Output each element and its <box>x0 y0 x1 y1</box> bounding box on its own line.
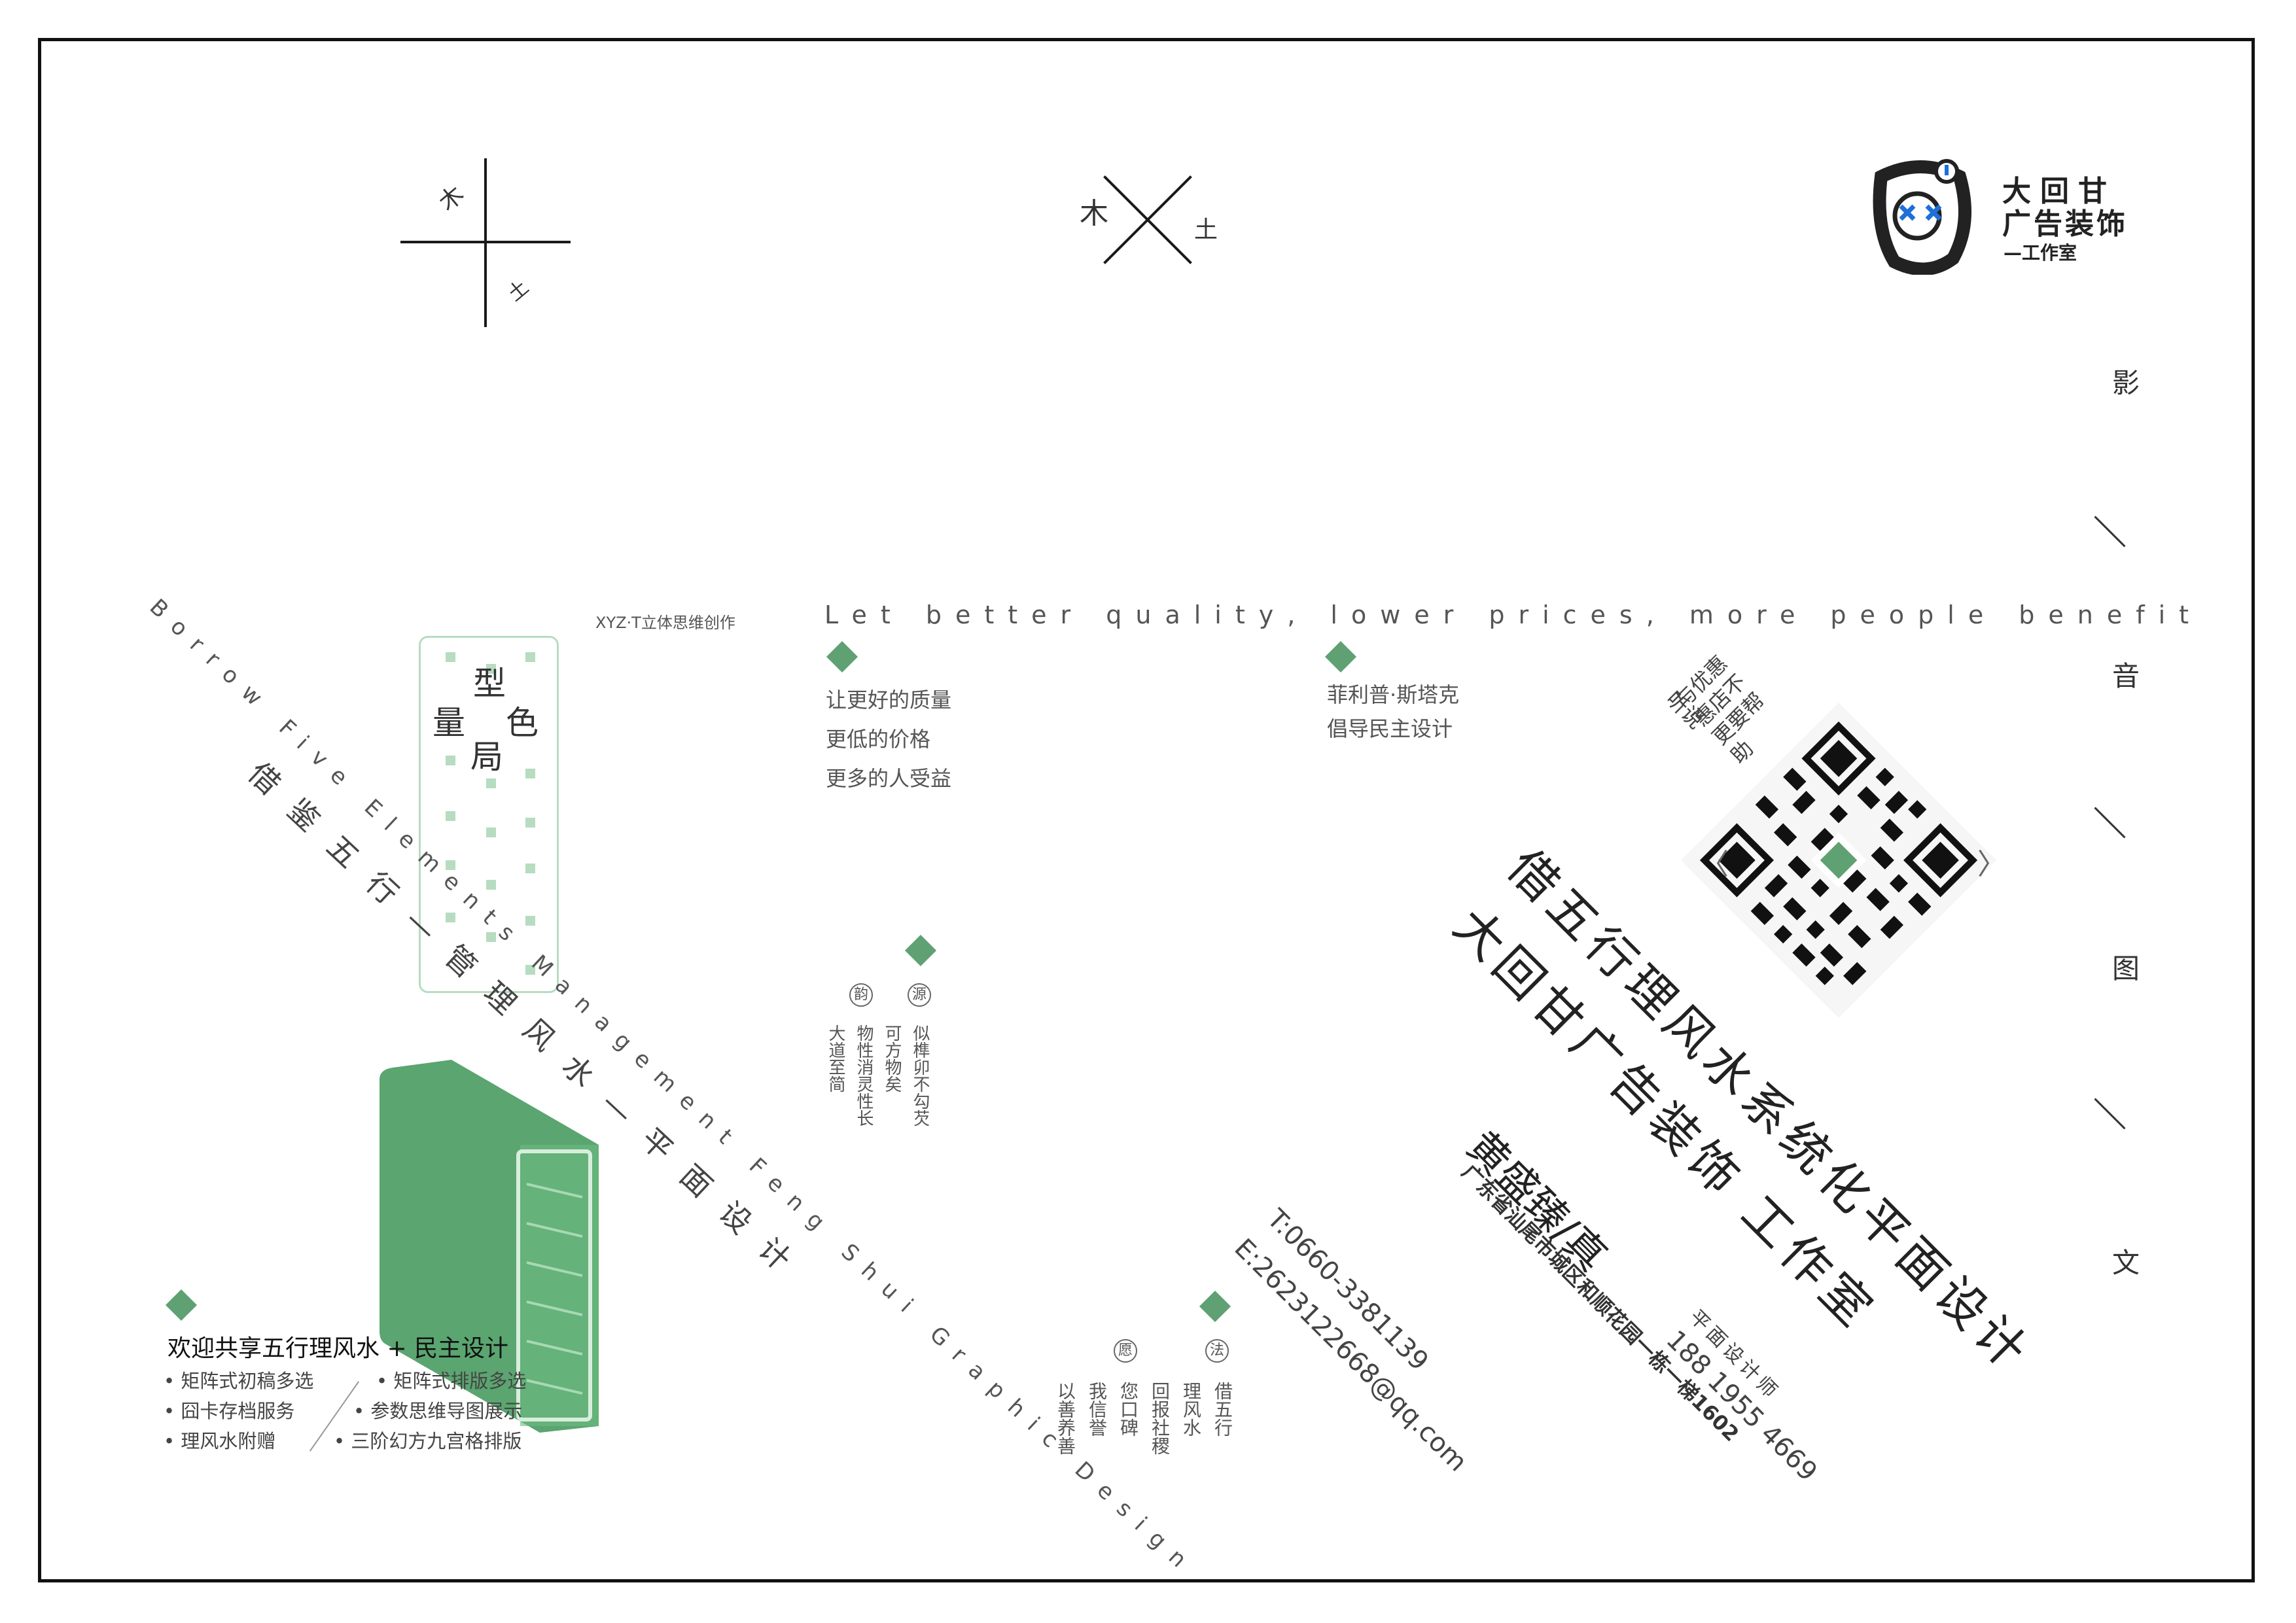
side-nav-item-text[interactable]: 文 <box>2112 1247 2140 1279</box>
card-label-color: 色 <box>506 704 539 742</box>
poem2-col: 借五行 <box>1212 1382 1233 1437</box>
side-nav-item-video[interactable]: 影 <box>2112 367 2140 399</box>
welcome-item: • 参数思维导图展示 <box>353 1400 523 1422</box>
xyz-label: XYZ·T立体思维创作 <box>595 614 735 632</box>
dot-card: 型 量 色 局 <box>419 636 559 993</box>
welcome-item: • 矩阵式初稿多选 <box>164 1370 314 1392</box>
chevron-right-icon: 〉 <box>1977 848 2006 881</box>
brand-line2: 广告装饰 <box>2002 207 2128 241</box>
starck-text-block: 菲利普·斯塔克 倡导民主设计 <box>1327 678 1459 746</box>
x-label-wood: 木 <box>1080 197 1108 230</box>
welcome-item: • 理风水附赠 <box>164 1430 276 1452</box>
poem2-col: 我信誉 <box>1086 1382 1108 1437</box>
green-block-illustration <box>380 1060 599 1433</box>
welcome-list-left: • 矩阵式初稿多选 • 囧卡存档服务 • 理风水附赠 <box>164 1366 313 1456</box>
welcome-item: • 囧卡存档服务 <box>164 1400 295 1422</box>
badge-source: 源 <box>908 983 931 1007</box>
brand-line1: 大回甘 <box>2002 175 2116 208</box>
quality-line: 让更好的质量 <box>826 688 952 712</box>
slogan-english: Let better quality, lower prices, more p… <box>824 601 2203 629</box>
card-label-quantity: 量 <box>433 704 465 742</box>
card-label-shape: 型 <box>473 665 506 703</box>
quality-line: 更低的价格 <box>826 727 931 752</box>
poem2-col: 回报社稷 <box>1149 1382 1171 1455</box>
poem1-col: 物性消灵性长 <box>854 1024 874 1126</box>
badge-law: 法 <box>1205 1339 1229 1363</box>
starck-line: 菲利普·斯塔克 <box>1327 682 1460 707</box>
side-nav-item-audio[interactable]: 音 <box>2112 660 2140 692</box>
side-nav-item-image[interactable]: 图 <box>2112 952 2140 985</box>
quality-line: 更多的人受益 <box>826 766 952 791</box>
welcome-item: • 三阶幻方九宫格排版 <box>334 1430 522 1452</box>
brand-line3: —工作室 <box>2004 242 2077 264</box>
poem1-col: 大道至简 <box>826 1024 845 1092</box>
page-frame <box>38 38 2255 1582</box>
x-label-earth: 土 <box>1194 217 1218 243</box>
badge-wish: 愿 <box>1114 1339 1137 1363</box>
poem2-col: 您口碑 <box>1118 1382 1139 1437</box>
poem1-col: 可方物矣 <box>882 1024 902 1092</box>
poem2-col: 理风水 <box>1180 1382 1202 1437</box>
poem2-col: 以善养善 <box>1055 1382 1076 1455</box>
welcome-list-right: • 矩阵式排版多选 • 参数思维导图展示 • 三阶幻方九宫格排版 <box>334 1366 526 1456</box>
welcome-item: • 矩阵式排版多选 <box>376 1370 527 1392</box>
starck-line: 倡导民主设计 <box>1327 716 1453 741</box>
quality-text-block: 让更好的质量 更低的价格 更多的人受益 <box>826 680 951 798</box>
logo-face-icon <box>1873 159 1971 275</box>
chevron-left-icon: 〈 <box>1700 848 1729 881</box>
qr-code[interactable] <box>1681 703 1996 1018</box>
badge-rhyme: 韵 <box>849 983 873 1007</box>
card-label-layout: 局 <box>470 738 503 776</box>
poem1-col: 似榫卯不勾芡 <box>910 1024 930 1126</box>
qr-pattern-icon <box>1681 703 1996 1018</box>
welcome-title: 欢迎共享五行理风水 + 民主设计 <box>168 1335 509 1362</box>
